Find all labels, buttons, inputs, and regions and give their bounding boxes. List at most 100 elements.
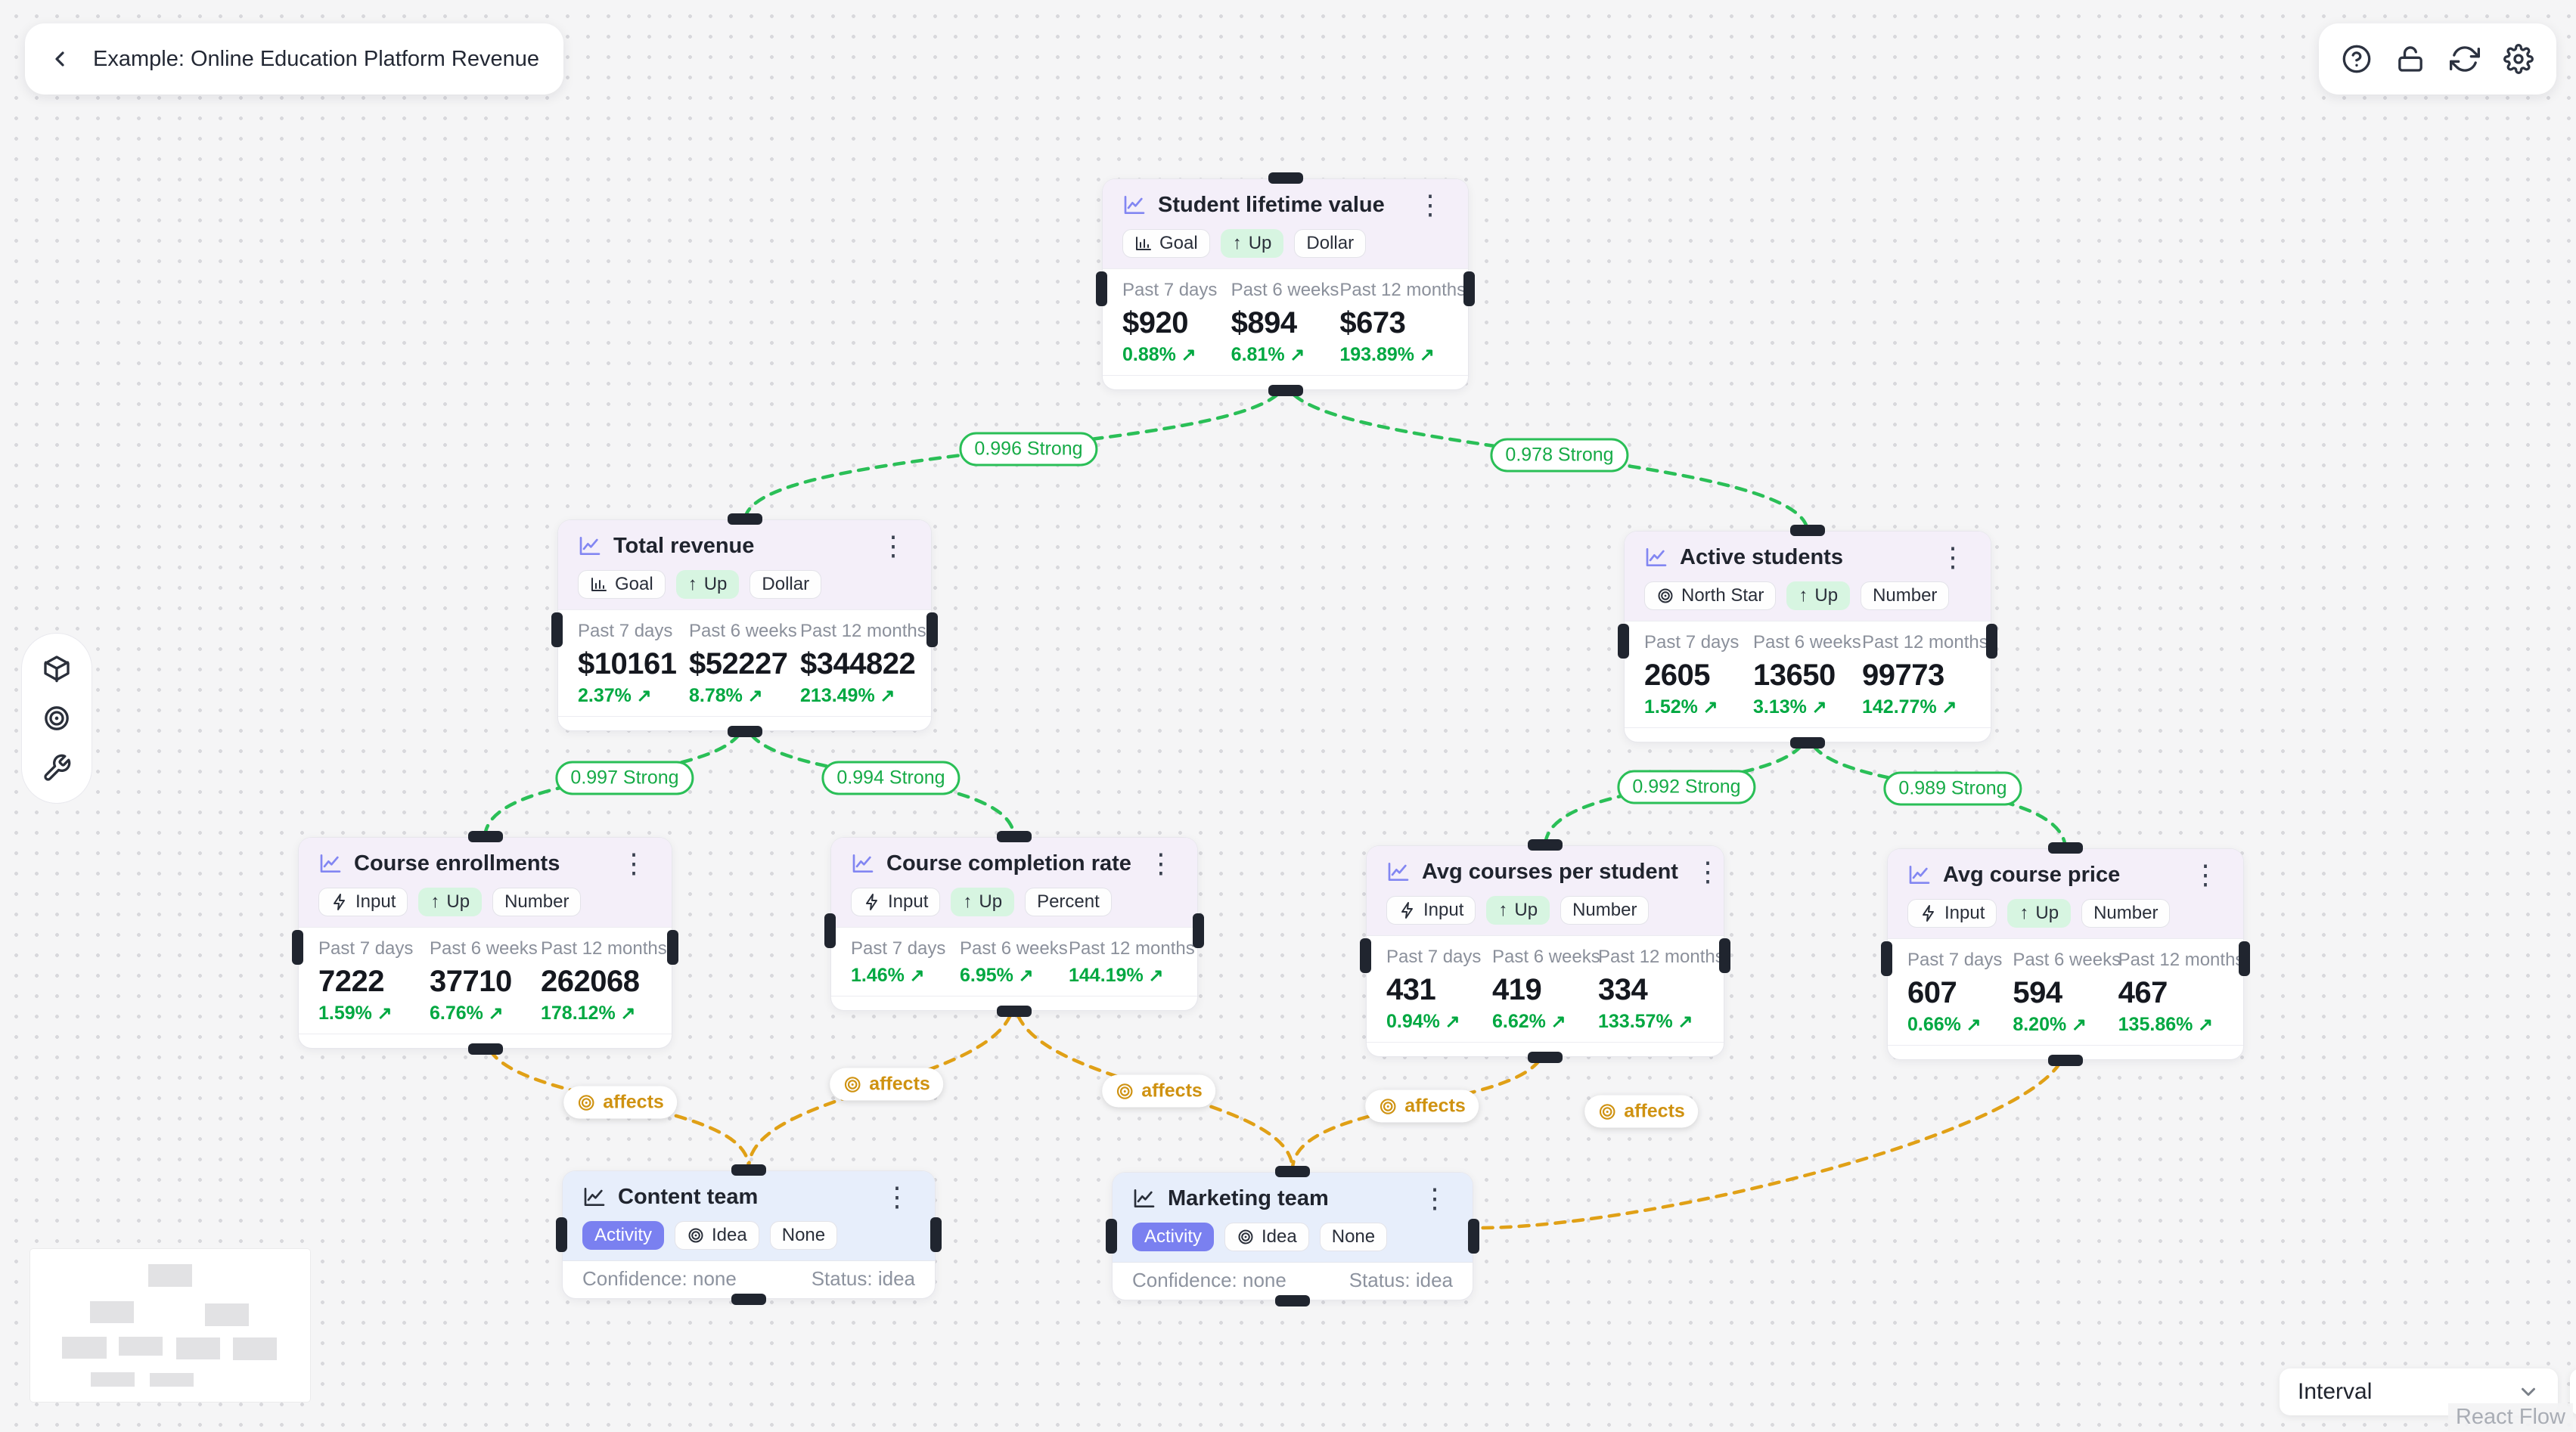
badge-label: Idea (1262, 1226, 1297, 1247)
connection-handle-bottom[interactable] (1528, 1052, 1563, 1064)
node-menu-button[interactable]: ⋮ (1935, 544, 1971, 571)
connection-handle-right[interactable] (1986, 624, 1997, 659)
back-button[interactable] (45, 44, 75, 74)
badge-input: Input (1907, 899, 1997, 928)
node-title: Course enrollments (354, 851, 560, 876)
connection-handle-top[interactable] (727, 513, 762, 525)
connection-handle-bottom[interactable] (1268, 385, 1303, 397)
connection-handle-left[interactable] (1618, 624, 1629, 659)
connection-handle-right[interactable] (1193, 913, 1204, 949)
box-tool-button[interactable] (42, 653, 72, 683)
collapsed-section (558, 716, 931, 730)
connection-handle-top[interactable] (1268, 172, 1303, 184)
connection-handle-top[interactable] (1275, 1166, 1310, 1177)
node-title-row: Marketing team⋮ (1132, 1183, 1453, 1213)
connection-handle-left[interactable] (1106, 1218, 1117, 1254)
node-menu-button[interactable]: ⋮ (1690, 858, 1726, 885)
node-menu-button[interactable]: ⋮ (1412, 191, 1448, 219)
unlock-button[interactable] (2394, 42, 2427, 76)
connection-handle-bottom[interactable] (731, 1294, 766, 1306)
badge-number: Number (492, 888, 582, 917)
edge-label-text: 0.997 Strong (570, 767, 679, 789)
node-menu-button[interactable]: ⋮ (616, 850, 652, 877)
badge-label: Activity (594, 1225, 653, 1245)
connection-handle-left[interactable] (824, 913, 836, 949)
metric-period-label: Past 12 months (541, 938, 667, 959)
connection-handle-left[interactable] (1881, 941, 1892, 977)
connection-handle-top[interactable] (997, 831, 1032, 842)
connection-handle-bottom[interactable] (727, 726, 762, 738)
badge-idea: Idea (675, 1221, 759, 1251)
node-menu-button[interactable]: ⋮ (879, 1183, 915, 1210)
edge-label-e6: 0.989 Strong (1883, 771, 2022, 806)
node-menu-button[interactable]: ⋮ (1417, 1185, 1453, 1212)
connection-handle-left[interactable] (292, 930, 303, 966)
trend-up-arrow-icon: ↗ (1936, 697, 1957, 718)
help-button[interactable] (2340, 42, 2373, 76)
connection-handle-right[interactable] (926, 612, 938, 648)
minimap[interactable] (30, 1249, 310, 1402)
connection-handle-right[interactable] (1468, 1218, 1479, 1254)
connection-handle-top[interactable] (1790, 525, 1825, 536)
connection-handle-right[interactable] (930, 1217, 942, 1252)
connection-handle-top[interactable] (2048, 842, 2083, 854)
badge-label: Percent (1037, 891, 1100, 912)
wrench-tool-button[interactable] (42, 753, 72, 783)
metric-delta: 193.89% ↗ (1339, 344, 1448, 366)
connection-handle-top[interactable] (467, 831, 503, 842)
connection-handle-bottom[interactable] (1275, 1295, 1310, 1307)
badge-number: Number (1560, 896, 1650, 925)
connection-handle-right[interactable] (667, 930, 678, 966)
badge-dollar: Dollar (1294, 229, 1367, 259)
node-menu-button[interactable]: ⋮ (2187, 861, 2224, 888)
node-menu-button[interactable]: ⋮ (1143, 850, 1179, 877)
connection-handle-left[interactable] (1360, 938, 1371, 974)
metric-value: 13650 (1753, 659, 1836, 693)
connection-handle-right[interactable] (1719, 938, 1730, 974)
node-menu-button[interactable]: ⋮ (875, 532, 911, 559)
connection-handle-bottom[interactable] (1790, 737, 1825, 749)
connection-handle-bottom[interactable] (2048, 1055, 2083, 1067)
badge-number: Number (1861, 581, 1950, 611)
metric-value: 419 (1492, 973, 1542, 1007)
target-icon (687, 1226, 705, 1244)
metric-delta: 213.49% ↗ (800, 685, 911, 707)
metric-period-label: Past 7 days (1907, 950, 2003, 971)
edge-label-text: affects (603, 1091, 664, 1113)
connection-handle-top[interactable] (731, 1164, 766, 1176)
badge-label: Goal (615, 574, 653, 594)
badge-none: None (1319, 1223, 1388, 1252)
node-title-row: Course enrollments ⋮ (318, 848, 652, 879)
connection-handle-right[interactable] (2239, 941, 2250, 977)
page-title: Example: Online Education Platform Reven… (93, 46, 539, 71)
connection-handle-left[interactable] (556, 1217, 567, 1252)
badge-idea: Idea (1224, 1223, 1309, 1252)
settings-button[interactable] (2502, 42, 2535, 76)
target-tool-button[interactable] (42, 703, 72, 733)
connection-handle-left[interactable] (551, 612, 563, 648)
connection-handle-bottom[interactable] (997, 1006, 1032, 1018)
connection-handle-left[interactable] (1096, 271, 1107, 307)
connection-handle-top[interactable] (1528, 839, 1563, 851)
bolt-icon (1920, 904, 1938, 922)
connection-handle-right[interactable] (1463, 271, 1475, 307)
connection-handle-bottom[interactable] (467, 1043, 503, 1055)
arrow-up-icon: ↑ (687, 574, 697, 594)
refresh-button[interactable] (2448, 42, 2481, 76)
